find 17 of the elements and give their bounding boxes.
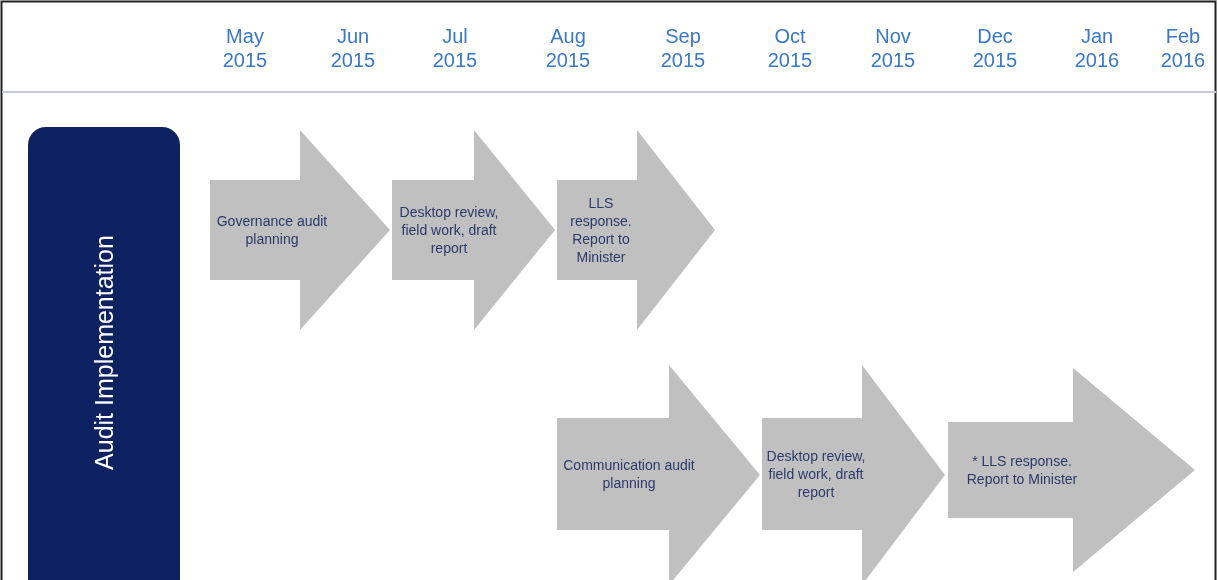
- month-heading: May 2015: [221, 24, 269, 72]
- step-label: Communication audit planning: [562, 456, 696, 492]
- step-label: * LLS response. Report to Minister: [965, 452, 1079, 488]
- step-label: LLS response. Report to Minister: [569, 194, 633, 266]
- month-heading: Oct 2015: [766, 24, 814, 72]
- month-heading: Sep 2015: [659, 24, 707, 72]
- month-heading: Nov 2015: [869, 24, 917, 72]
- month-heading: Jun 2015: [329, 24, 377, 72]
- month-heading: Jan 2016: [1073, 24, 1121, 72]
- month-heading: Aug 2015: [544, 24, 592, 72]
- step-label: Desktop review, field work, draft report: [766, 447, 866, 501]
- month-heading: Feb 2016: [1159, 24, 1207, 72]
- band-label: Audit Implementation: [89, 234, 119, 470]
- step-label: Governance audit planning: [215, 212, 329, 248]
- step-label: Desktop review, field work, draft report: [398, 203, 500, 257]
- month-heading: Jul 2015: [431, 24, 479, 72]
- month-heading: Dec 2015: [971, 24, 1019, 72]
